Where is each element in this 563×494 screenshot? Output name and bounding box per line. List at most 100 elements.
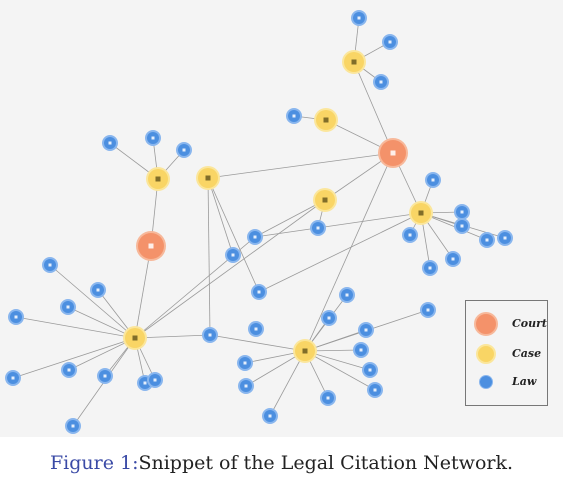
- law-document-icon: [231, 253, 235, 257]
- law-node[interactable]: [262, 408, 278, 424]
- law-node[interactable]: [373, 74, 389, 90]
- gavel-icon: [322, 197, 328, 203]
- law-node[interactable]: [61, 362, 77, 378]
- citation-edge: [304, 350, 376, 391]
- case-node[interactable]: [342, 50, 366, 74]
- law-document-icon: [66, 305, 70, 309]
- citation-network-graph: [5, 10, 513, 434]
- citation-edge: [134, 199, 326, 339]
- law-node[interactable]: [176, 142, 192, 158]
- law-node[interactable]: [60, 299, 76, 315]
- law-node[interactable]: [425, 172, 441, 188]
- law-node[interactable]: [422, 260, 438, 276]
- law-node[interactable]: [358, 322, 374, 338]
- law-node[interactable]: [454, 218, 470, 234]
- law-node[interactable]: [321, 310, 337, 326]
- court-node[interactable]: [136, 231, 166, 261]
- law-node[interactable]: [145, 130, 161, 146]
- edges-layer: [12, 17, 506, 427]
- law-node[interactable]: [248, 321, 264, 337]
- law-node[interactable]: [402, 227, 418, 243]
- law-document-icon: [11, 376, 15, 380]
- citation-edge: [207, 177, 211, 336]
- law-document-icon: [151, 136, 155, 140]
- figure-caption: Figure 1:Snippet of the Legal Citation N…: [0, 452, 563, 474]
- law-node[interactable]: [367, 382, 383, 398]
- citation-edge: [134, 334, 211, 339]
- law-node[interactable]: [445, 251, 461, 267]
- law-node[interactable]: [247, 229, 263, 245]
- case-node[interactable]: [123, 326, 147, 350]
- law-node[interactable]: [251, 284, 267, 300]
- law-document-icon: [244, 384, 248, 388]
- case-node[interactable]: [409, 201, 433, 225]
- citation-edge: [353, 61, 394, 154]
- law-node[interactable]: [420, 302, 436, 318]
- citation-edge: [207, 177, 260, 293]
- law-document-icon: [357, 16, 361, 20]
- legend-law-icon: [479, 375, 493, 389]
- court-node[interactable]: [378, 138, 408, 168]
- law-node[interactable]: [497, 230, 513, 246]
- law-node[interactable]: [5, 370, 21, 386]
- law-node[interactable]: [382, 34, 398, 50]
- legend-case-icon: [476, 344, 496, 364]
- law-node[interactable]: [147, 372, 163, 388]
- law-document-icon: [388, 40, 392, 44]
- law-document-icon: [379, 80, 383, 84]
- law-node[interactable]: [237, 355, 253, 371]
- law-node[interactable]: [351, 10, 367, 26]
- law-document-icon: [426, 308, 430, 312]
- citation-edge: [207, 177, 234, 256]
- law-document-icon: [503, 236, 507, 240]
- case-node[interactable]: [293, 339, 317, 363]
- figure-label: Figure 1:: [49, 452, 139, 474]
- case-node[interactable]: [313, 188, 337, 212]
- law-node[interactable]: [310, 220, 326, 236]
- law-document-icon: [327, 316, 331, 320]
- legend: Court Case Law: [465, 300, 548, 406]
- law-document-icon: [48, 263, 52, 267]
- law-node[interactable]: [225, 247, 241, 263]
- law-node[interactable]: [65, 418, 81, 434]
- citation-edge: [12, 337, 136, 379]
- law-node[interactable]: [479, 232, 495, 248]
- legend-item-court: Court: [472, 312, 547, 337]
- law-node[interactable]: [320, 390, 336, 406]
- law-document-icon: [257, 290, 261, 294]
- law-document-icon: [71, 424, 75, 428]
- law-node[interactable]: [339, 287, 355, 303]
- citation-edge: [254, 212, 422, 238]
- case-node[interactable]: [196, 166, 220, 190]
- law-node[interactable]: [238, 378, 254, 394]
- law-document-icon: [253, 235, 257, 239]
- law-document-icon: [326, 396, 330, 400]
- law-document-icon: [428, 266, 432, 270]
- case-node[interactable]: [146, 167, 170, 191]
- citation-edge: [68, 337, 136, 371]
- law-node[interactable]: [353, 342, 369, 358]
- law-document-icon: [373, 388, 377, 392]
- law-node[interactable]: [8, 309, 24, 325]
- law-document-icon: [254, 327, 258, 331]
- gavel-icon: [351, 59, 357, 65]
- law-node[interactable]: [102, 135, 118, 151]
- law-node[interactable]: [362, 362, 378, 378]
- law-node[interactable]: [454, 204, 470, 220]
- courthouse-icon: [148, 243, 154, 249]
- law-document-icon: [67, 368, 71, 372]
- citation-edge: [134, 245, 152, 339]
- courthouse-icon: [390, 150, 396, 156]
- law-node[interactable]: [286, 108, 302, 124]
- gavel-icon: [323, 117, 329, 123]
- law-node[interactable]: [97, 368, 113, 384]
- law-document-icon: [460, 210, 464, 214]
- gavel-icon: [302, 348, 308, 354]
- citation-edge: [304, 152, 394, 352]
- law-node[interactable]: [90, 282, 106, 298]
- law-node[interactable]: [42, 257, 58, 273]
- law-node[interactable]: [202, 327, 218, 343]
- case-node[interactable]: [314, 108, 338, 132]
- citation-network-panel: Court Case Law: [0, 0, 563, 437]
- citation-edge: [207, 152, 394, 179]
